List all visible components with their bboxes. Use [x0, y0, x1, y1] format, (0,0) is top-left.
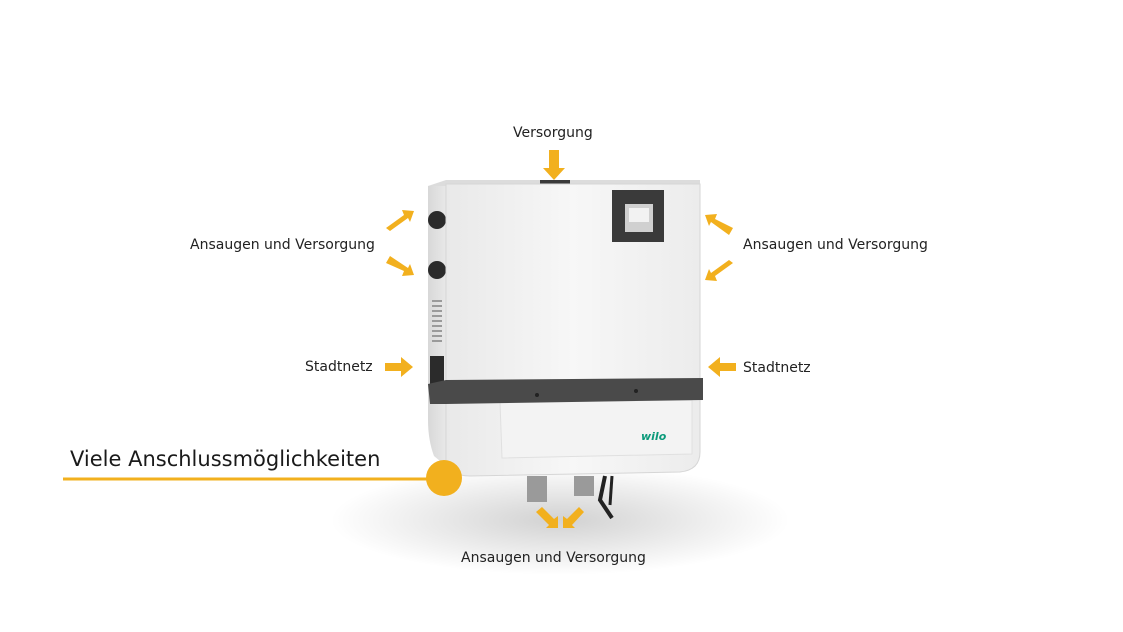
label-bottom: Ansaugen und Versorgung: [461, 550, 646, 566]
label-top: Versorgung: [513, 125, 593, 141]
label-left-upper: Ansaugen und Versorgung: [190, 237, 375, 253]
arrow-right-upper-icon: [705, 214, 733, 235]
side-port-lower: [428, 261, 446, 279]
arrow-right-lower-icon: [705, 260, 733, 281]
headline: Viele Anschlussmöglichkeiten: [70, 447, 381, 471]
label-right-upper: Ansaugen und Versorgung: [743, 237, 928, 253]
arrow-left-upper-icon: [386, 210, 414, 231]
brand-logo: wilo: [641, 430, 667, 443]
headline-marker-dot: [426, 460, 462, 496]
label-left-mid: Stadtnetz: [305, 359, 373, 375]
bottom-fitting-left: [527, 476, 547, 502]
front-lower-panel: [499, 399, 693, 459]
label-right-mid: Stadtnetz: [743, 360, 811, 376]
power-cable-2: [608, 475, 614, 506]
arrow-top-icon: [543, 150, 565, 180]
band-screw-right: [634, 389, 638, 393]
side-connector-block: [430, 356, 444, 384]
device-band: [428, 378, 703, 404]
top-connector: [540, 180, 570, 185]
band-screw-left: [535, 393, 539, 397]
arrow-right-mid-icon: [708, 357, 736, 377]
arrow-bottom-right-icon: [563, 507, 584, 528]
bottom-fitting-right: [574, 476, 594, 496]
control-display-screen: [629, 208, 649, 222]
power-cable: [597, 475, 614, 520]
arrow-bottom-left-icon: [536, 507, 558, 528]
arrow-left-lower-icon: [386, 256, 414, 276]
ventilation-grille: [432, 300, 442, 342]
side-port-upper: [428, 211, 446, 229]
arrow-left-mid-icon: [385, 357, 413, 377]
